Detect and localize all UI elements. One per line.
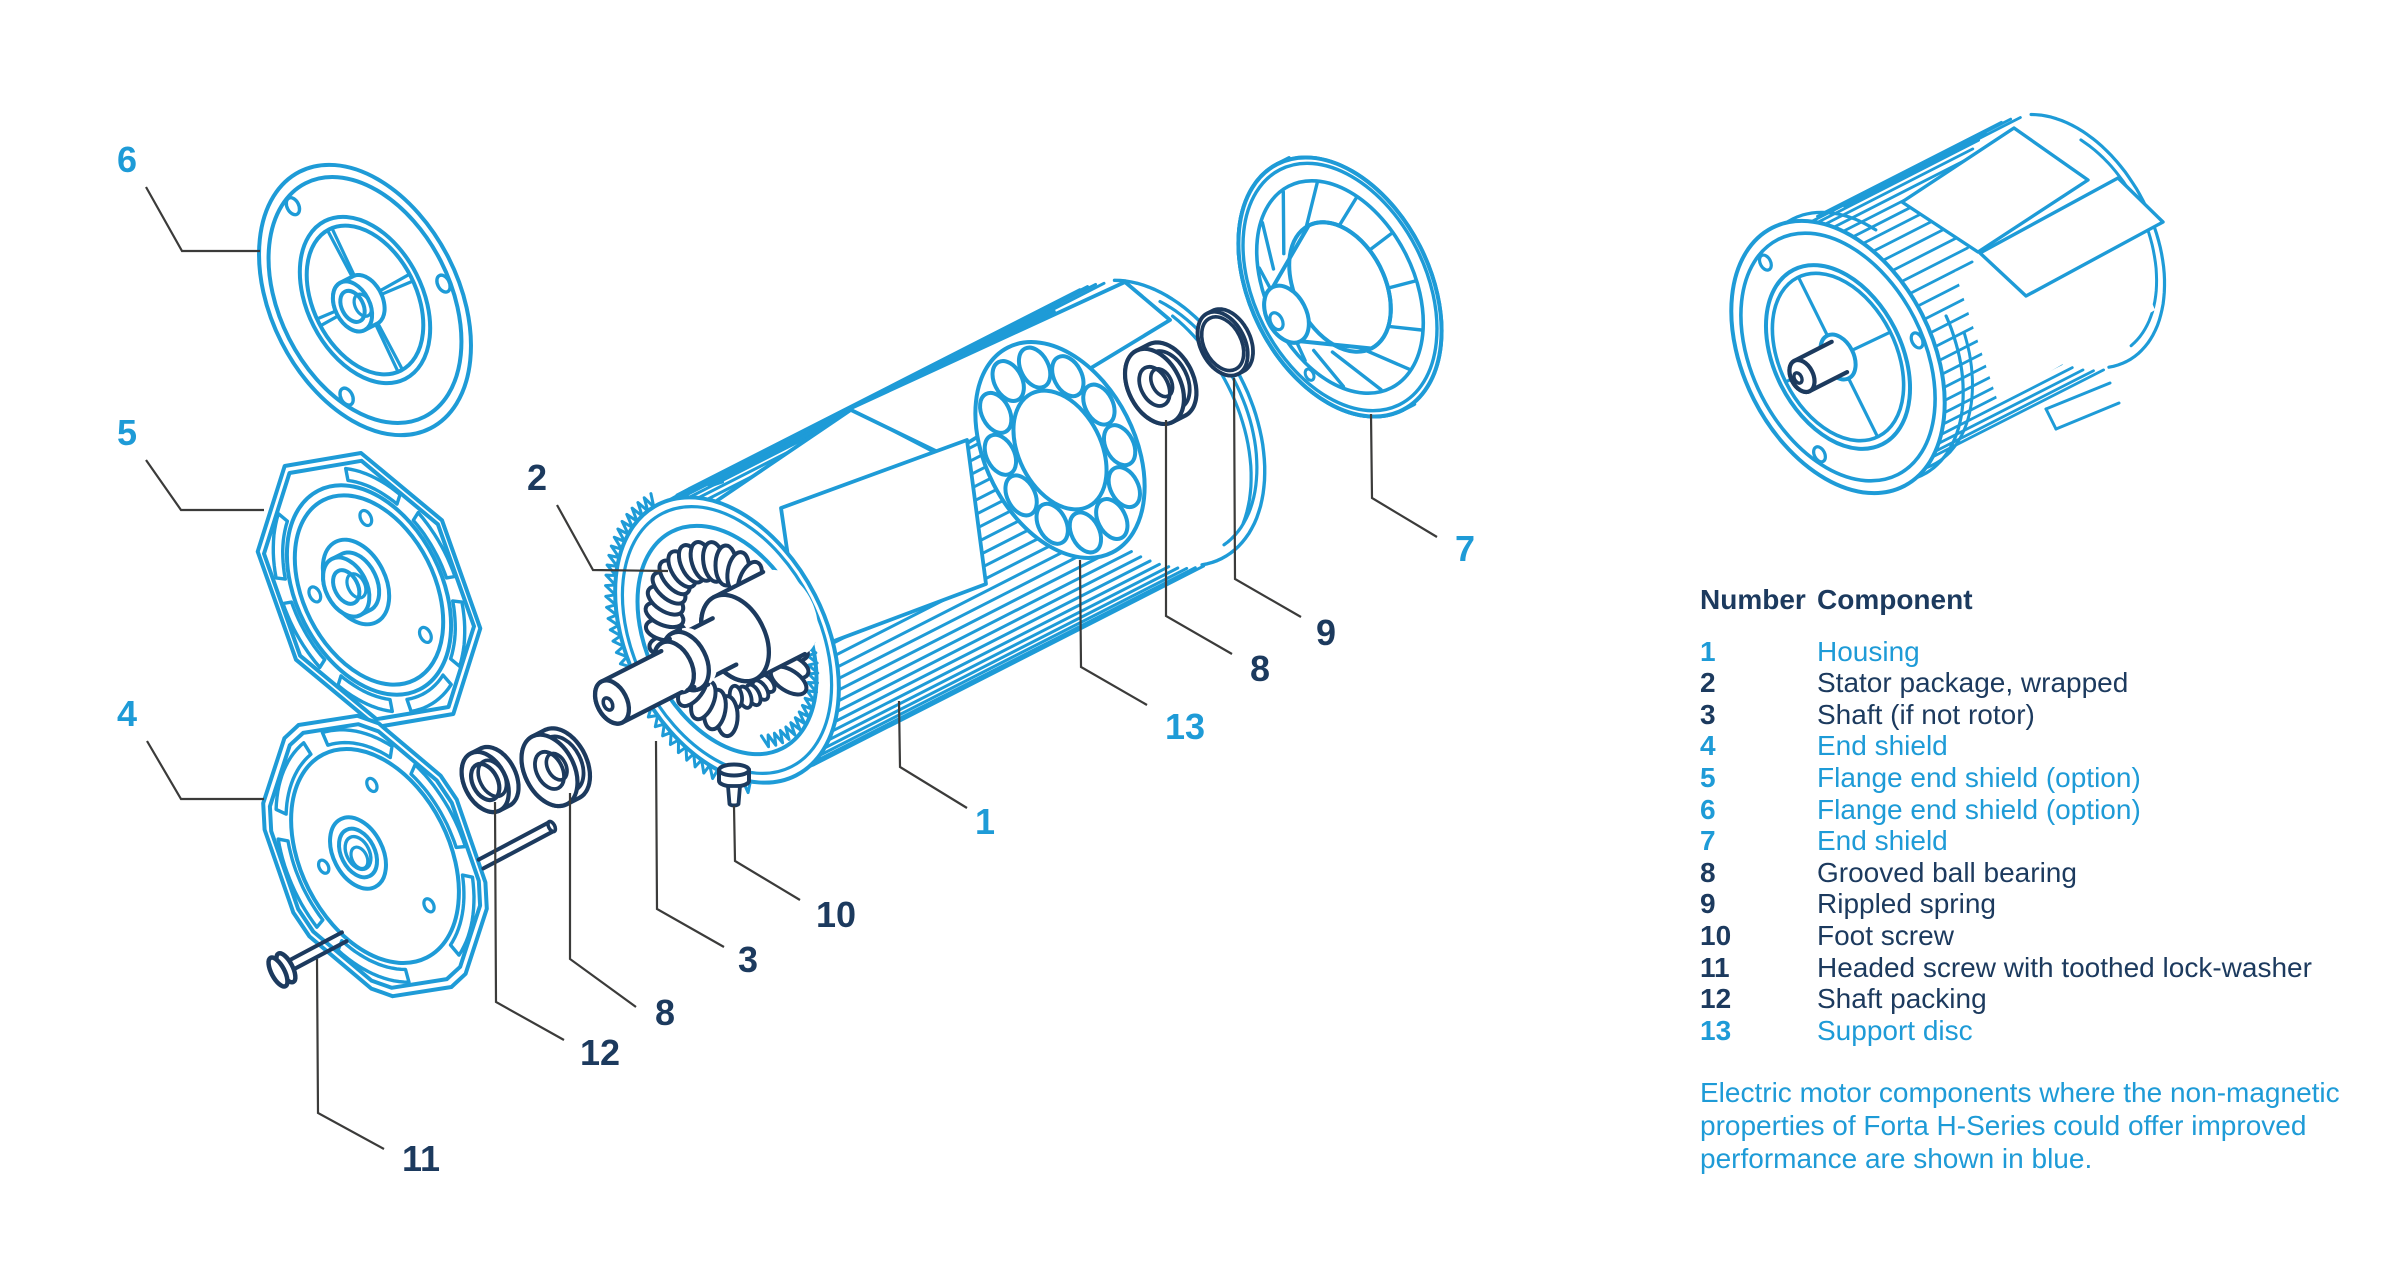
callout-rippled-spring: 9: [1315, 612, 1337, 653]
legend-header-component: Component: [1817, 584, 1973, 615]
callout-end-shield-7: 7: [1454, 528, 1476, 569]
callout-flange-end-shield-5: 5: [116, 412, 138, 453]
callout-support-disc: 13: [1164, 706, 1206, 747]
legend-row-10: 10 Foot screw: [1700, 919, 1954, 951]
leader-lines: [145, 186, 1438, 1150]
callout-shaft: 3: [737, 939, 759, 980]
leader-foot-screw: [732, 805, 801, 901]
leader-shaft-packing: [493, 801, 565, 1041]
legend-component: End shield: [1817, 730, 1948, 762]
legend-row-11: 11 Headed screw with toothed lock-washer: [1700, 951, 2312, 983]
legend-component: Grooved ball bearing: [1817, 856, 2077, 888]
callout-end-shield-4: 4: [116, 693, 138, 734]
legend-component: Shaft (if not rotor): [1817, 698, 2035, 730]
leader-shaft: [654, 740, 725, 948]
callout-stator-package: 2: [526, 457, 548, 498]
legend-component: End shield: [1817, 825, 1948, 857]
caption-line: properties of Forta H-Series could offer…: [1700, 1110, 2307, 1141]
legend-component: Housing: [1817, 635, 1920, 667]
leader-stator-package: [556, 504, 669, 573]
legend-row-7: 7 End shield: [1700, 826, 1948, 856]
legend-row-2: 2 Stator package, wrapped: [1700, 668, 2128, 698]
legend-component: Headed screw with toothed lock-washer: [1817, 951, 2312, 983]
leader-rippled-spring: [1232, 377, 1302, 618]
legend-row-1: 1 Housing: [1700, 635, 1920, 667]
part-shaft: [592, 569, 818, 726]
legend-component: Foot screw: [1817, 919, 1954, 951]
legend-number: 10: [1700, 919, 1732, 951]
part-rippled-spring: [1195, 307, 1255, 378]
part-motor-shaft-stub: [1787, 339, 1852, 395]
callout-ball-bearing-rear: 8: [1249, 648, 1271, 689]
leader-ball-bearing-front: [568, 793, 637, 1008]
legend-row-6: 6 Flange end shield (option): [1700, 793, 2141, 825]
leader-ball-bearing-rear: [1164, 420, 1233, 655]
caption-text: Electric motor components where the non-…: [1700, 1076, 2340, 1175]
legend-row-8: 8 Grooved ball bearing: [1700, 856, 2077, 888]
leader-housing: [897, 700, 968, 809]
callout-foot-screw: 10: [815, 894, 857, 935]
legend-number: 6: [1700, 793, 1716, 825]
legend-number: 12: [1700, 983, 1732, 1015]
parts-layer: [255, 112, 2167, 999]
legend-number: 2: [1700, 667, 1716, 699]
legend-row-9: 9 Rippled spring: [1700, 889, 1996, 919]
part-ball-bearing-front: [519, 726, 593, 809]
part-end-shield-7: [1236, 151, 1454, 419]
part-ball-bearing-rear: [1122, 340, 1199, 427]
leader-end-shield-4: [146, 740, 264, 801]
legend-component: Support disc: [1817, 1014, 1973, 1046]
callout-headed-screw: 11: [401, 1138, 441, 1179]
legend-component: Rippled spring: [1817, 888, 1996, 920]
legend-number: 9: [1700, 888, 1716, 920]
leader-headed-screw: [315, 958, 385, 1150]
legend-row-13: 13 Support disc: [1700, 1014, 1973, 1046]
legend-header-number: Number: [1700, 584, 1806, 615]
legend-component: Flange end shield (option): [1817, 793, 2141, 825]
legend-number: 4: [1700, 730, 1716, 762]
leader-flange-end-shield-6: [145, 186, 260, 253]
legend-number: 8: [1700, 856, 1716, 888]
leader-end-shield-7: [1369, 413, 1438, 538]
callout-shaft-packing: 12: [579, 1032, 621, 1073]
part-foot-screw: [717, 762, 751, 808]
legend-row-3: 3 Shaft (if not rotor): [1700, 698, 2035, 730]
legend-row-12: 12 Shaft packing: [1700, 984, 1987, 1014]
legend-component: Shaft packing: [1817, 983, 1987, 1015]
legend-header: Number Component: [1700, 585, 1973, 615]
callout-housing: 1: [974, 801, 996, 842]
leader-support-disc: [1078, 559, 1148, 706]
callout-flange-end-shield-6: 6: [116, 139, 138, 180]
legend-component: Stator package, wrapped: [1817, 667, 2129, 699]
legend-row-4: 4 End shield: [1700, 731, 1948, 761]
part-flange-end-shield-6: [257, 162, 473, 438]
part-shaft-packing: [459, 744, 521, 815]
callout-ball-bearing-front: 8: [654, 992, 676, 1033]
legend-row-5: 5 Flange end shield (option): [1700, 761, 2141, 793]
part-headed-screw: [266, 819, 558, 989]
part-end-shield-4: [261, 713, 489, 999]
legend-number: 13: [1700, 1014, 1732, 1046]
caption-line: Electric motor components where the non-…: [1700, 1077, 2340, 1108]
legend-number: 3: [1700, 698, 1716, 730]
legend-number: 5: [1700, 761, 1716, 793]
caption-line: performance are shown in blue.: [1700, 1143, 2093, 1174]
part-assembled-motor: [1729, 112, 2167, 496]
legend-number: 11: [1700, 951, 1730, 983]
legend-number: 1: [1700, 635, 1716, 667]
part-flange-end-shield-5: [255, 451, 483, 729]
legend-component: Flange end shield (option): [1817, 761, 2141, 793]
part-support-disc: [973, 340, 1147, 560]
leader-flange-end-shield-5: [145, 459, 264, 512]
legend-number: 7: [1700, 825, 1716, 857]
